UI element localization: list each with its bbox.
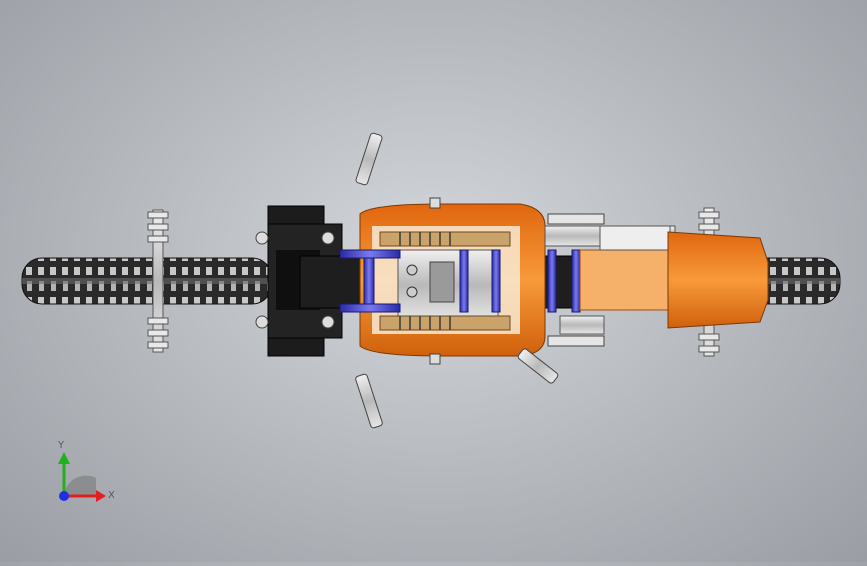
axis-triad: Y X [57,440,115,502]
upper-cross-bar [547,213,605,225]
rear-tire[interactable] [21,257,273,305]
handlebar-lower[interactable] [355,373,383,429]
engine-block[interactable] [397,249,499,321]
rear-suspension-springs[interactable] [379,231,511,331]
front-fairing[interactable] [667,231,769,329]
front-fork[interactable] [544,225,676,335]
kickstand[interactable] [517,348,559,385]
z-axis-dot [59,491,69,501]
lower-cross-bar [547,335,605,347]
handlebar-upper[interactable] [355,132,383,186]
top-peg [429,197,441,209]
x-axis-label: X [108,490,115,501]
rear-axle[interactable] [147,209,169,353]
y-axis-label: Y [57,440,65,451]
bottom-peg [429,353,441,365]
